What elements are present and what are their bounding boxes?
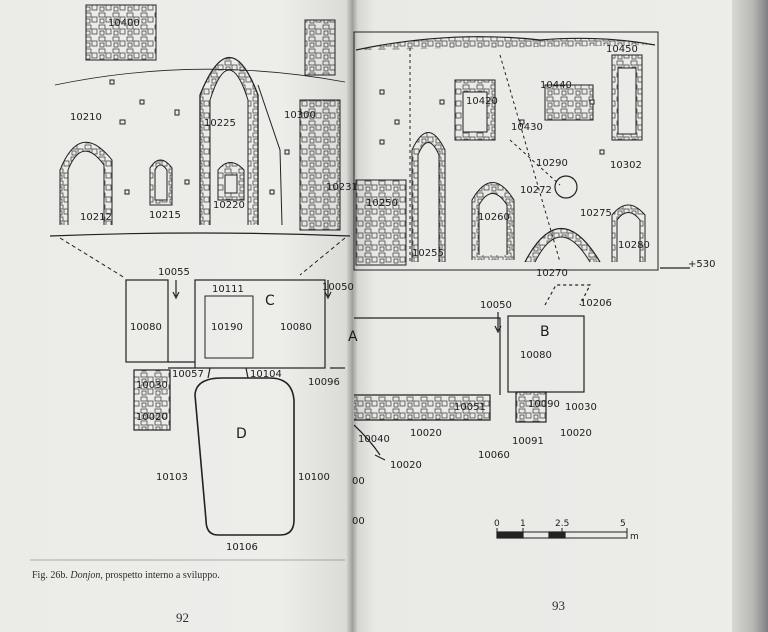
label: 10020: [410, 428, 442, 439]
label: 10030: [565, 402, 597, 413]
label: D: [236, 426, 247, 442]
label: A: [348, 329, 358, 345]
label: 10104: [250, 369, 282, 380]
label: +530: [688, 259, 715, 270]
label: 10096: [308, 377, 340, 388]
scale-tick-label: 1: [520, 519, 526, 529]
label: 10400: [108, 18, 140, 29]
left-wall-elevation: [49, 4, 351, 279]
right-wall-elevation: [353, 31, 659, 271]
label: 10210: [70, 112, 102, 123]
page-number-left: 92: [176, 610, 189, 625]
label: 10450: [606, 44, 638, 55]
label: 10090: [528, 399, 560, 410]
label: 10080: [520, 350, 552, 361]
page-edge-stack: [732, 0, 768, 632]
label: 10260: [478, 212, 510, 223]
label: 00: [352, 476, 365, 487]
label: 00: [352, 516, 365, 527]
label: 10290: [536, 158, 568, 169]
label: 10050: [480, 300, 512, 311]
label: 10020: [390, 460, 422, 471]
label: 10091: [512, 436, 544, 447]
label: 10055: [158, 267, 190, 278]
scale-tick-label: 0: [494, 519, 500, 529]
label: 10430: [511, 122, 543, 133]
label: 10100: [298, 472, 330, 483]
label: 10190: [211, 322, 243, 333]
label: 10270: [536, 268, 568, 279]
label: B: [540, 324, 550, 340]
label: 10275: [580, 208, 612, 219]
label: 10440: [540, 80, 572, 91]
right-plan-section: [353, 267, 690, 539]
label: 10215: [149, 210, 181, 221]
label: 10231: [326, 182, 358, 193]
left-labels: 10400 10210 10225 10300 10212 10215 1022…: [70, 18, 358, 553]
label: 10300: [284, 110, 316, 121]
figure-caption: Fig. 26b. Donjon, prospetto interno a sv…: [32, 570, 352, 581]
label: 10206: [580, 298, 612, 309]
figure-number: Fig. 26b.: [32, 570, 68, 581]
label: 10051: [454, 402, 486, 413]
figure-description: , prospetto interno a sviluppo.: [100, 570, 220, 581]
scale-unit: m: [630, 532, 639, 542]
label: 10057: [172, 369, 204, 380]
label: 10080: [130, 322, 162, 333]
left-plan-section: [125, 279, 345, 536]
figure-title: Donjon: [70, 570, 101, 581]
label: 10302: [610, 160, 642, 171]
label: 10420: [466, 96, 498, 107]
label: 10255: [412, 248, 444, 259]
scale-bar: 0 1 2.5 5 m: [494, 519, 639, 542]
right-labels: 10450 10440 10420 10430 10290 10302 1027…: [348, 44, 715, 527]
label: 10220: [213, 200, 245, 211]
label: 10020: [560, 428, 592, 439]
label: 10080: [280, 322, 312, 333]
label: 10111: [212, 284, 244, 295]
label: C: [265, 293, 275, 309]
label: 10103: [156, 472, 188, 483]
label: 10050: [322, 282, 354, 293]
scale-tick-label: 5: [620, 519, 626, 529]
label: 10272: [520, 185, 552, 196]
label: 10280: [618, 240, 650, 251]
label: 10225: [204, 118, 236, 129]
label: 10040: [358, 434, 390, 445]
page-number-right: 93: [552, 598, 565, 613]
label: 10060: [478, 450, 510, 461]
label: 10020: [136, 412, 168, 423]
scale-tick-label: 2.5: [555, 519, 569, 529]
label: 10030: [136, 380, 168, 391]
label: 10212: [80, 212, 112, 223]
label: 10250: [366, 198, 398, 209]
book-gutter: [346, 0, 358, 632]
label: 10106: [226, 542, 258, 553]
